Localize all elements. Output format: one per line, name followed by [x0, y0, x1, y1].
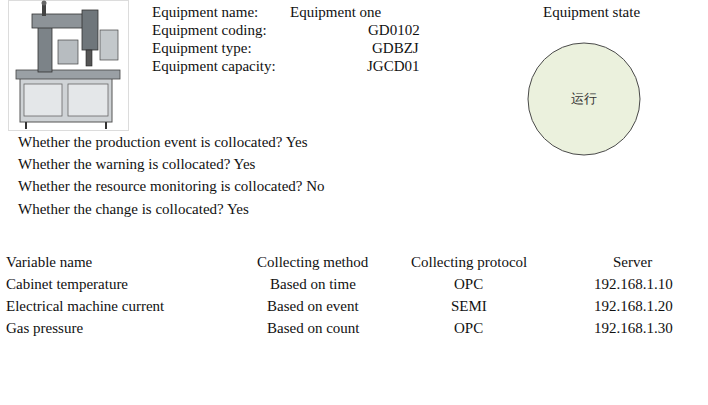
config-question: Whether the resource monitoring is collo…	[18, 178, 325, 195]
table-cell: Cabinet temperature	[6, 276, 128, 293]
config-question: Whether the production event is collocat…	[18, 134, 308, 151]
state-circle-outline	[518, 2, 650, 158]
table-header: Collecting protocol	[411, 254, 527, 271]
field-name: Equipment coding:	[152, 22, 267, 39]
field-value: Equipment one	[290, 4, 381, 21]
field-value: GD0102	[368, 22, 420, 39]
table-cell: Based on event	[267, 298, 359, 315]
config-question: Whether the warning is collocated? Yes	[18, 156, 255, 173]
table-cell: OPC	[454, 276, 483, 293]
field-name: Equipment type:	[152, 40, 252, 57]
table-header: Variable name	[6, 254, 92, 271]
field-value: GDBZJ	[372, 40, 419, 57]
table-cell: OPC	[454, 320, 483, 337]
state-value: 运行	[571, 92, 597, 107]
field-value: JGCD01	[367, 58, 420, 75]
table-cell: Electrical machine current	[6, 298, 164, 315]
table-cell: Based on count	[267, 320, 359, 337]
table-cell: SEMI	[451, 298, 487, 315]
table-header: Collecting method	[257, 254, 368, 271]
field-name: Equipment name:	[152, 4, 258, 21]
state-heading: Equipment state	[543, 4, 640, 21]
table-cell: Based on time	[270, 276, 356, 293]
field-name: Equipment capacity:	[152, 58, 276, 75]
table-cell: Gas pressure	[6, 320, 83, 337]
table-cell: 192.168.1.10	[594, 276, 673, 293]
table-cell: 192.168.1.30	[594, 320, 673, 337]
table-header: Server	[613, 254, 652, 271]
table-cell: 192.168.1.20	[594, 298, 673, 315]
machine-illustration	[8, 0, 130, 132]
state-circle: Equipment state 运行	[518, 2, 650, 158]
config-question: Whether the change is collocated? Yes	[18, 201, 249, 218]
